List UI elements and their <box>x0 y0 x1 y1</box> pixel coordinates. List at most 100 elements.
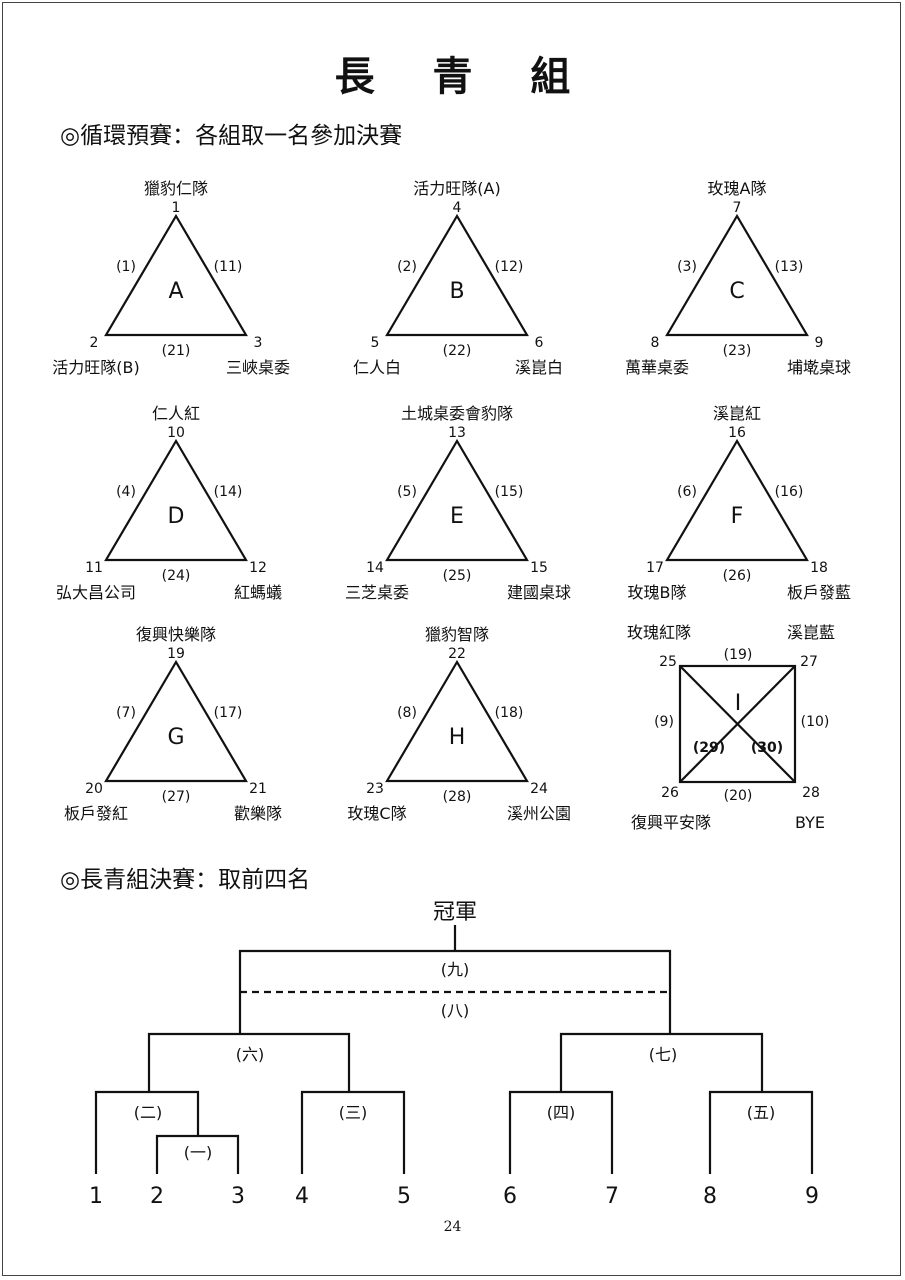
left-team-name: 仁人白 <box>353 358 401 377</box>
group-triangle <box>665 213 809 337</box>
match-7-label: (七) <box>649 1045 678 1064</box>
left-team-name: 玫瑰C隊 <box>347 804 406 823</box>
right-match-number: (10) <box>801 714 830 730</box>
group-triangle <box>385 438 529 562</box>
left-match-number: (4) <box>116 484 136 500</box>
right-team-name: 板戶發藍 <box>787 583 851 602</box>
group-letter: G <box>167 725 184 750</box>
bottom-match-number: (22) <box>443 343 472 359</box>
group-letter: C <box>729 279 744 304</box>
right-match-number: (18) <box>495 705 524 721</box>
group-letter: I <box>735 691 742 716</box>
top-seed-number: 4 <box>453 200 462 216</box>
left-team-name: 玫瑰B隊 <box>628 583 687 602</box>
match-5-label: (五) <box>747 1103 776 1122</box>
top-team-name: 土城桌委會豹隊 <box>401 404 513 423</box>
bracket-slot-4: 4 <box>295 1184 309 1209</box>
group-triangle <box>385 659 529 783</box>
page-number: 24 <box>443 1219 462 1235</box>
champion-label: 冠軍 <box>433 900 477 925</box>
top-seed-number: 13 <box>448 425 466 441</box>
group-triangle <box>385 213 529 337</box>
bottom-right-seed-number: 28 <box>802 785 820 801</box>
right-seed-number: 18 <box>810 560 828 576</box>
round-robin-heading: ◎循環預賽：各組取一名參加決賽 <box>60 123 403 149</box>
left-seed-number: 14 <box>366 560 384 576</box>
top-right-team-name: 溪崑藍 <box>787 623 835 642</box>
bracket-slot-2: 2 <box>150 1184 164 1209</box>
bottom-match-number: (26) <box>723 568 752 584</box>
group-square <box>678 664 797 784</box>
match-4-label: (四) <box>547 1103 576 1122</box>
group-triangle <box>104 659 248 783</box>
bottom-match-number: (20) <box>724 788 753 804</box>
bottom-left-seed-number: 26 <box>661 785 679 801</box>
page-title: 長 青 組 <box>334 54 593 100</box>
bottom-match-number: (28) <box>443 789 472 805</box>
right-match-number: (17) <box>214 705 243 721</box>
right-team-name: 紅螞蟻 <box>234 583 282 602</box>
left-seed-number: 8 <box>651 335 660 351</box>
left-team-name: 三芝桌委 <box>345 583 409 602</box>
right-team-name: 三峽桌委 <box>226 358 290 377</box>
right-seed-number: 3 <box>254 335 263 351</box>
bottom-match-number: (21) <box>162 343 191 359</box>
top-seed-number: 19 <box>167 646 185 662</box>
left-match-number: (1) <box>116 259 136 275</box>
match-4-bracket <box>508 1090 614 1174</box>
top-seed-number: 7 <box>733 200 742 216</box>
right-match-number: (13) <box>775 259 804 275</box>
top-right-seed-number: 27 <box>800 654 818 670</box>
match-2-bracket <box>94 1090 200 1174</box>
top-seed-number: 10 <box>167 425 185 441</box>
left-match-number: (3) <box>677 259 697 275</box>
group-triangle <box>104 438 248 562</box>
bottom-match-number: (25) <box>443 568 472 584</box>
bottom-match-number: (27) <box>162 789 191 805</box>
match-6-bracket <box>147 1032 351 1092</box>
right-match-number: (12) <box>495 259 524 275</box>
right-team-name: 溪崑白 <box>515 358 563 377</box>
top-team-name: 溪崑紅 <box>713 404 761 423</box>
bottom-match-number: (24) <box>162 568 191 584</box>
right-team-name: 溪州公園 <box>507 804 571 823</box>
left-seed-number: 11 <box>85 560 103 576</box>
right-match-number: (14) <box>214 484 243 500</box>
group-letter: H <box>449 725 466 750</box>
match-6-label: (六) <box>236 1045 265 1064</box>
group-letter: D <box>168 504 185 529</box>
top-team-name: 復興快樂隊 <box>136 625 216 644</box>
bracket-slot-5: 5 <box>397 1184 411 1209</box>
bottom-match-number: (23) <box>723 343 752 359</box>
left-seed-number: 5 <box>371 335 380 351</box>
right-match-number: (16) <box>775 484 804 500</box>
final-heading: ◎長青組決賽：取前四名 <box>60 867 311 893</box>
match-8-label: (八) <box>441 1001 470 1020</box>
right-seed-number: 15 <box>530 560 548 576</box>
group-letter: A <box>168 279 183 304</box>
top-left-seed-number: 25 <box>659 654 677 670</box>
match-1-bracket <box>155 1134 240 1174</box>
left-seed-number: 20 <box>85 781 103 797</box>
group-triangle <box>665 438 809 562</box>
right-team-name: 埔墘桌球 <box>787 358 851 377</box>
match-7-bracket <box>559 1032 764 1092</box>
right-seed-number: 6 <box>535 335 544 351</box>
top-left-team-name: 玫瑰紅隊 <box>627 623 691 642</box>
left-seed-number: 17 <box>646 560 664 576</box>
left-team-name: 弘大昌公司 <box>56 583 136 602</box>
left-team-name: 板戶發紅 <box>64 804 128 823</box>
diagonal-match-number: (30) <box>751 740 783 756</box>
left-match-number: (7) <box>116 705 136 721</box>
right-team-name: 建國桌球 <box>507 583 571 602</box>
right-match-number: (15) <box>495 484 524 500</box>
